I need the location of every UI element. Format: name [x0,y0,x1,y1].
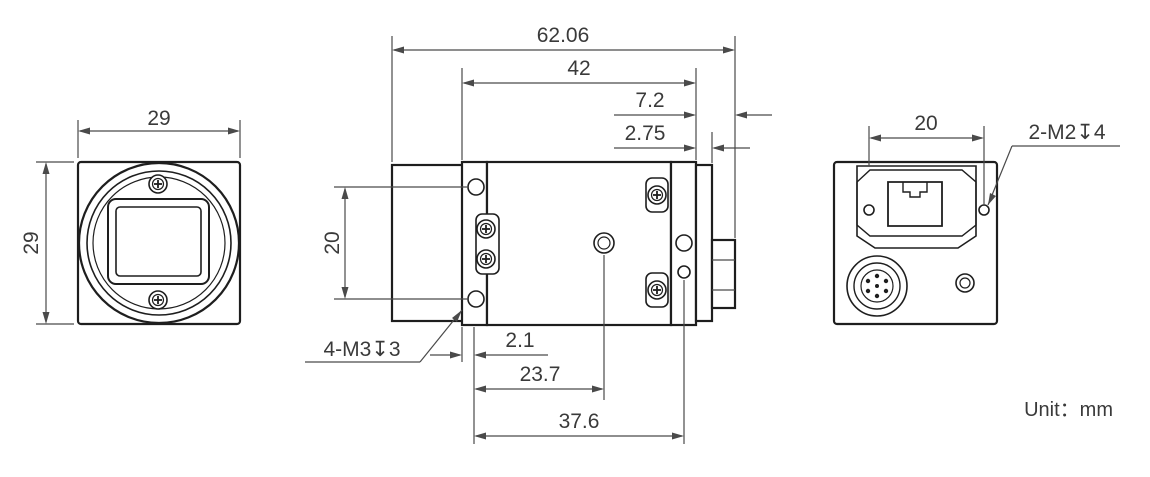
front-height-label: 29 [20,231,43,254]
rear-view: 20 2-M2↧4 [832,112,1120,326]
rear-offset-label: 7.2 [635,89,664,112]
rear-hole-offset-dimension: 37.6 [474,280,685,444]
screw-icon [476,249,496,269]
front-hole-offset-dimension: 2.1 [430,327,548,444]
front-width-dimension: 29 [77,107,241,158]
status-led-icon [955,273,975,293]
front-thread-callout: 4-M3↧3 [305,309,463,363]
front-hole-offset-label: 2.1 [505,329,534,352]
center-hole-offset-label: 23.7 [520,363,561,386]
rear-thread-callout-label: 2-M2↧4 [1028,121,1105,144]
ethernet-port-icon [887,181,943,227]
rear-hole-spacing-label: 20 [914,112,937,135]
side-center-hole [593,232,615,254]
front-view: 29 29 [20,107,242,326]
side-connector-block [694,163,714,323]
connector-offset-label: 2.75 [625,122,666,145]
side-rear-hole [675,234,693,252]
rear-thread-callout: 2-M2↧4 [987,121,1120,206]
side-view: 62.06 42 7.2 2.75 [305,24,772,444]
front-thread-callout-label: 4-M3↧3 [323,338,400,361]
sensor-window-inner [115,206,202,277]
side-front-hole [467,290,485,308]
body-length-label: 42 [567,57,590,80]
side-connector-plug [710,238,737,310]
front-width-label: 29 [147,107,170,130]
screw-icon [148,290,168,310]
mount-hole-spacing-label: 20 [321,231,344,254]
body-length-dimension: 42 [461,57,697,160]
rear-hole-spacing-dimension: 20 [868,112,985,205]
sensor-window [107,198,210,285]
screw-icon [647,185,667,205]
unit-label: Unit：mm [1024,399,1113,421]
rear-offset-dimension: 7.2 [614,89,772,119]
overall-length-dimension: 62.06 [391,24,736,238]
screw-icon [148,174,168,194]
rear-thread-hole [978,204,990,216]
connector-offset-dimension: 2.75 [614,122,750,163]
lens-mount-ring [86,170,232,316]
side-rear-hole [677,265,691,279]
side-lens-mount [390,163,466,323]
rear-hole-offset-label: 37.6 [559,410,600,433]
center-hole-offset-dimension: 23.7 [474,255,605,400]
screw-icon [476,219,496,239]
side-front-hole [467,178,485,196]
front-height-dimension: 29 [20,161,74,325]
overall-length-label: 62.06 [537,24,590,47]
rear-thread-hole [863,204,875,216]
side-main-body [485,160,673,327]
screw-icon [647,280,667,300]
mount-hole-spacing-dimension: 20 [321,186,468,300]
